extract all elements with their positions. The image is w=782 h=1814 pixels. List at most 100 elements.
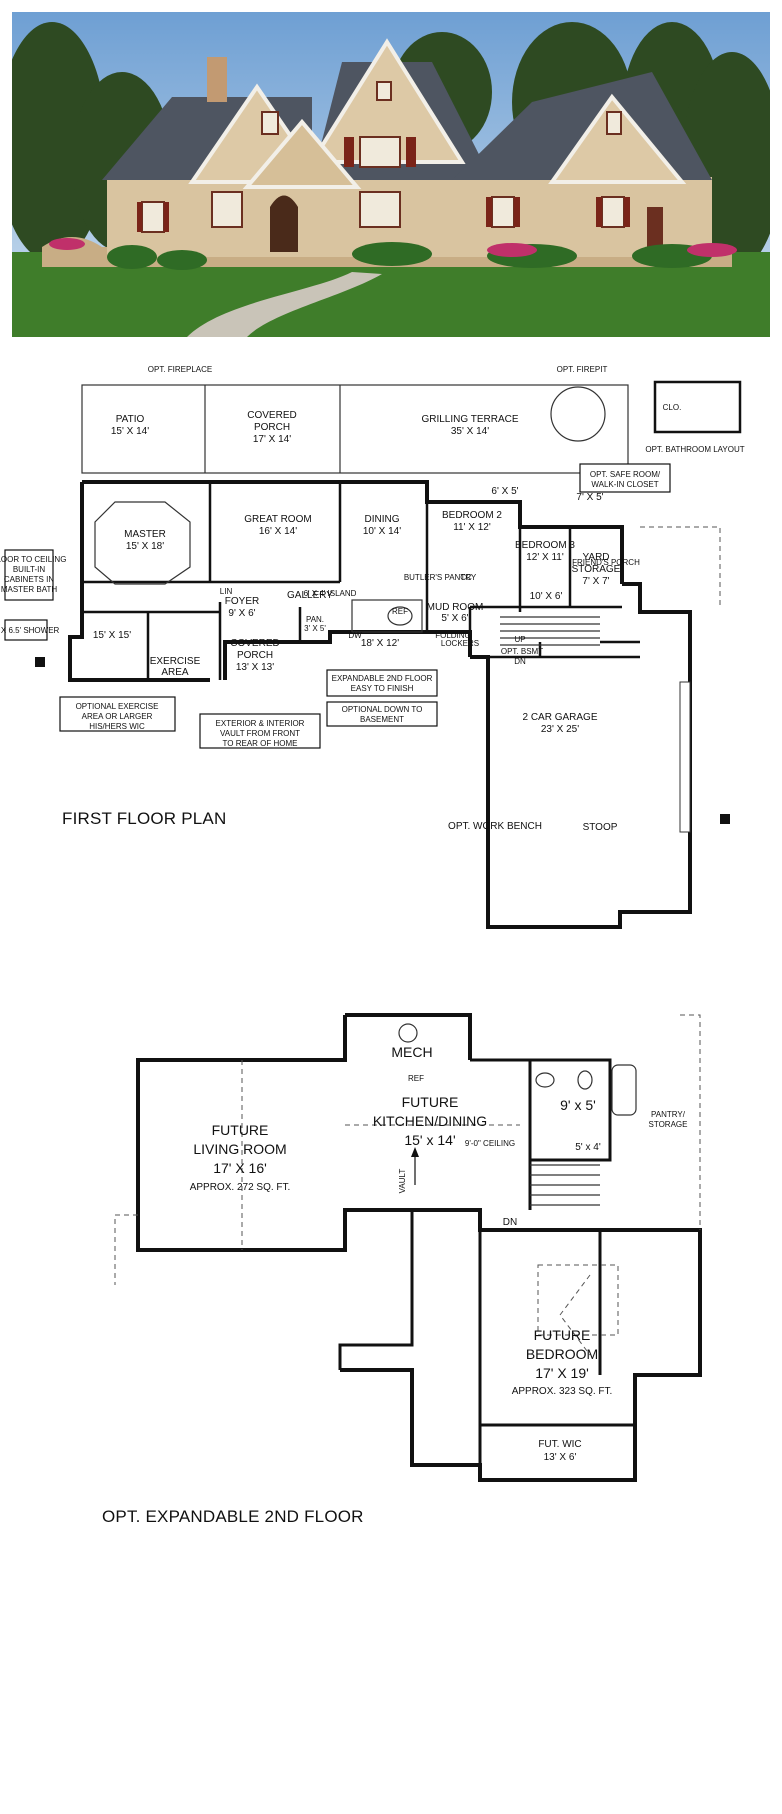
yard-storage-label: YARD	[582, 552, 609, 563]
mud-room-size: 5' X 6'	[441, 613, 468, 624]
master-size: 15' X 18'	[126, 541, 164, 552]
callout-cabinets: FLOOR TO CEILING	[0, 555, 66, 564]
bathtub-icon	[611, 1064, 637, 1116]
house-rendering	[12, 12, 770, 337]
svg-text:VAULT FROM FRONT: VAULT FROM FRONT	[220, 729, 300, 738]
bsmt-label: OPT. BSMT	[501, 647, 543, 656]
bedroom-size: 17' X 19'	[535, 1365, 589, 1381]
grilling-size: 35' X 14'	[451, 426, 489, 437]
second-floor-title: OPT. EXPANDABLE 2ND FLOOR	[102, 1507, 364, 1526]
patio-label: PATIO	[116, 414, 145, 425]
svg-text:HIS/HERS WIC: HIS/HERS WIC	[89, 722, 145, 731]
west-wall	[68, 482, 210, 682]
exercise-label: EXERCISE	[150, 656, 201, 667]
water-heater-icon	[398, 1023, 418, 1043]
front-porch-label-2: PORCH	[237, 650, 273, 661]
callout-safe-room-2: WALK-IN CLOSET	[591, 480, 658, 489]
rear-porch-label: COVERED	[247, 410, 296, 421]
svg-text:MASTER BATH: MASTER BATH	[1, 585, 58, 594]
foyer-label: FOYER	[225, 596, 259, 607]
lockers-label: LOCKERS	[441, 639, 479, 648]
house-body	[102, 38, 712, 257]
east-wall	[470, 582, 692, 929]
opt-fireplace-label: OPT. FIREPLACE	[148, 365, 212, 374]
svg-text:EASY TO FINISH: EASY TO FINISH	[351, 684, 414, 693]
great-room-label: GREAT ROOM	[244, 514, 311, 525]
callout-safe-room: OPT. SAFE ROOM/	[590, 470, 661, 479]
cc-label: CC	[460, 573, 472, 582]
stair-lines	[500, 616, 600, 646]
ceiling-label: 9'-0" CEILING	[465, 1139, 515, 1148]
front-porch-label: COVERED	[230, 638, 279, 649]
mud-room-label: MUD ROOM	[427, 602, 484, 613]
patio-size: 15' X 14'	[111, 426, 149, 437]
bedroom-label-2: BEDROOM	[526, 1346, 598, 1362]
master-label: MASTER	[124, 529, 166, 540]
kitchen-label-1: FUTURE	[402, 1094, 459, 1110]
living-area: APPROX. 272 SQ. FT.	[190, 1182, 291, 1193]
callout-shower: 5' X 6.5' SHOWER	[0, 626, 60, 635]
vault-label: VAULT	[398, 1169, 407, 1194]
yard-storage-size: 7' X 7'	[582, 576, 609, 587]
rear-porch-size: 17' X 14'	[253, 434, 291, 445]
callout-exercise: OPTIONAL EXERCISE	[76, 702, 159, 711]
master-tray-ceiling	[94, 501, 191, 585]
dn-2nd-label: DN	[503, 1217, 517, 1228]
bedroom-area: APPROX. 323 SQ. FT.	[512, 1386, 613, 1397]
mech-label: MECH	[391, 1044, 432, 1060]
front-walkway	[187, 272, 382, 337]
kitchen-island	[351, 599, 423, 633]
bath2-size: 6' X 5'	[491, 486, 518, 497]
yard-storage-label-2: STORAGE	[572, 564, 621, 575]
pantry-size: 5' x 4'	[575, 1142, 601, 1153]
east-entry-marker	[720, 814, 730, 824]
sink-icon	[535, 1072, 555, 1088]
ref-label: REF	[392, 607, 408, 616]
pan-size: 3' X 5'	[304, 624, 326, 633]
svg-text:TO REAR OF HOME: TO REAR OF HOME	[223, 739, 298, 748]
gallery-label: GALLERY	[287, 590, 333, 601]
svg-text:STORAGE: STORAGE	[649, 1120, 688, 1129]
bath3-size: 7' X 5'	[576, 492, 603, 503]
callout-vault: EXTERIOR & INTERIOR	[216, 719, 305, 728]
opt-bath-layout-box	[653, 380, 742, 434]
bed-ghost	[537, 1264, 619, 1336]
first-floor-plan: PATIO 15' X 14' COVERED PORCH 17' X 14' …	[0, 352, 782, 942]
svg-text:AREA OR LARGER: AREA OR LARGER	[82, 712, 153, 721]
kitchen-size: 18' X 12'	[361, 638, 399, 649]
master-bath-size: 15' X 15'	[93, 630, 131, 641]
dw-label: DW	[348, 631, 362, 640]
svg-text:CABINETS IN: CABINETS IN	[4, 575, 54, 584]
living-label-2: LIVING ROOM	[193, 1141, 286, 1157]
bedroom-label-1: FUTURE	[534, 1327, 591, 1343]
bedroom3-label: BEDROOM 3	[515, 540, 575, 551]
dining-size: 10' X 14'	[363, 526, 401, 537]
work-bench-label: OPT. WORK BENCH	[448, 821, 542, 832]
dn-label: DN	[514, 657, 526, 666]
garage-label: 2 CAR GARAGE	[522, 712, 597, 723]
foyer-size: 9' X 6'	[228, 608, 255, 619]
bedroom2-label: BEDROOM 2	[442, 510, 502, 521]
vault-arrow-icon	[411, 1147, 419, 1157]
first-floor-title: FIRST FLOOR PLAN	[62, 809, 227, 828]
living-label-1: FUTURE	[212, 1122, 269, 1138]
toilet-icon	[577, 1070, 593, 1090]
svg-text:BUILT-IN: BUILT-IN	[13, 565, 46, 574]
lin-label: LIN	[220, 587, 233, 596]
pan-label: PAN.	[306, 615, 324, 624]
island-label: 6' X 4' ISLAND	[304, 589, 357, 598]
up-label: UP	[514, 635, 525, 644]
garage-size: 23' X 25'	[541, 724, 579, 735]
wic-label: FUT. WIC	[538, 1439, 581, 1450]
callout-expandable: EXPANDABLE 2ND FLOOR	[332, 674, 433, 683]
wic-size: 13' X 6'	[544, 1452, 577, 1463]
friends-porch-label: FRIEND'S PORCH	[572, 558, 640, 567]
stair-2nd-lines	[530, 1164, 600, 1206]
bedroom3-size: 12' X 11'	[526, 552, 564, 563]
dining-label: DINING	[365, 514, 400, 525]
kitchen-size: 15' x 14'	[404, 1132, 455, 1148]
bath-size: 9' x 5'	[560, 1097, 596, 1113]
front-porch-size: 13' X 13'	[236, 662, 274, 673]
bedroom2-size: 11' X 12'	[453, 522, 491, 533]
living-size: 17' X 16'	[213, 1160, 267, 1176]
